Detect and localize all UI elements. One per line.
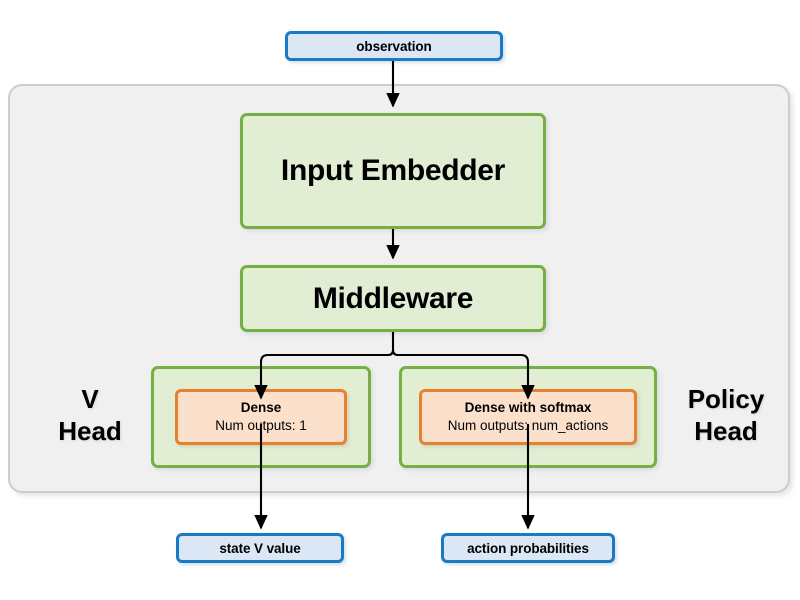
v-head-dense-title: Dense [240,400,282,415]
policy-head-caption-line2: Head [694,416,758,446]
middleware-node[interactable]: Middleware [240,265,546,332]
observation-node[interactable]: observation [285,31,503,61]
v-head-group: Dense Num outputs: 1 [151,366,371,468]
v-head-caption-line2: Head [58,416,122,446]
input-embedder-label: Input Embedder [280,154,506,187]
policy-head-caption-line1: Policy [687,384,765,414]
policy-head-caption: Policy Head [661,383,791,447]
policy-head-dense-title: Dense with softmax [464,400,592,415]
v-head-dense-node[interactable]: Dense Num outputs: 1 [175,389,347,445]
policy-head-dense-subtitle: Num outputs: num_actions [447,418,609,433]
state-v-value-node[interactable]: state V value [176,533,344,563]
v-head-caption: V Head [30,383,150,447]
v-head-caption-line1: V [81,384,99,414]
action-probabilities-node[interactable]: action probabilities [441,533,615,563]
policy-head-group: Dense with softmax Num outputs: num_acti… [399,366,657,468]
v-head-dense-subtitle: Num outputs: 1 [215,418,307,433]
input-embedder-node[interactable]: Input Embedder [240,113,546,229]
observation-label: observation [356,38,432,54]
middleware-label: Middleware [312,281,474,315]
action-probabilities-label: action probabilities [467,540,589,556]
state-v-value-label: state V value [219,540,301,556]
policy-head-dense-node[interactable]: Dense with softmax Num outputs: num_acti… [419,389,637,445]
